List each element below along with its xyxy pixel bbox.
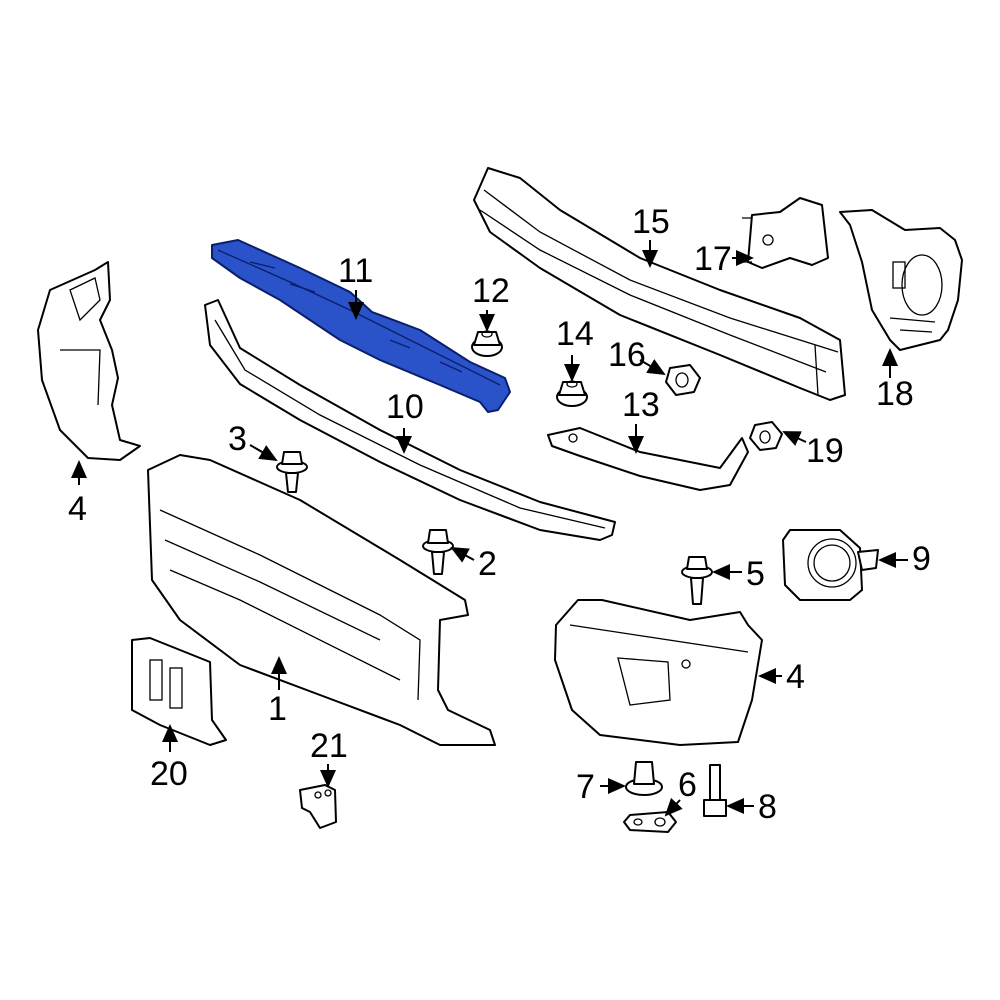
callout-7: 7 bbox=[576, 768, 595, 806]
callout-14: 14 bbox=[556, 315, 594, 353]
callout-13: 13 bbox=[622, 386, 660, 424]
part-4-end-cap-right[interactable] bbox=[554, 599, 763, 746]
callout-2: 2 bbox=[478, 545, 497, 583]
part-21-lower-bracket[interactable] bbox=[299, 784, 337, 829]
callout-4-right: 4 bbox=[786, 658, 805, 696]
part-17-mount-bracket[interactable] bbox=[742, 197, 829, 269]
callout-arrows bbox=[71, 240, 908, 817]
callout-6: 6 bbox=[678, 766, 697, 804]
callout-16: 16 bbox=[608, 336, 646, 374]
part-3-bolt[interactable] bbox=[276, 451, 308, 493]
callout-5: 5 bbox=[746, 555, 765, 593]
part-1-bumper-face-bar[interactable] bbox=[147, 454, 496, 746]
part-18-end-bracket[interactable] bbox=[839, 209, 963, 351]
part-16-nut[interactable] bbox=[665, 364, 701, 396]
callout-15: 15 bbox=[632, 203, 670, 241]
part-8-bolt[interactable] bbox=[703, 764, 727, 817]
part-7-clip[interactable] bbox=[625, 761, 663, 796]
callout-labels: 1 2 3 4 4 5 6 7 8 9 10 11 12 13 14 15 16… bbox=[68, 203, 931, 826]
callout-9: 9 bbox=[912, 540, 931, 578]
callout-1: 1 bbox=[268, 690, 287, 728]
callout-8: 8 bbox=[758, 788, 777, 826]
part-20-license-bracket[interactable] bbox=[131, 637, 227, 746]
callout-3: 3 bbox=[228, 420, 247, 458]
part-19-nut[interactable] bbox=[749, 421, 783, 451]
part-6-retainer-plate[interactable] bbox=[623, 811, 677, 833]
callout-17: 17 bbox=[694, 240, 732, 278]
callout-18: 18 bbox=[876, 375, 914, 413]
callout-11: 11 bbox=[338, 252, 373, 290]
callout-4-left: 4 bbox=[68, 490, 87, 528]
part-2-bolt[interactable] bbox=[422, 529, 454, 575]
callout-21: 21 bbox=[310, 727, 348, 765]
callout-12: 12 bbox=[472, 272, 510, 310]
part-15-impact-bar[interactable] bbox=[473, 167, 846, 401]
part-10-face-bar-reinforcement[interactable] bbox=[204, 299, 616, 541]
part-11-absorber-bar[interactable] bbox=[211, 239, 511, 413]
callout-10: 10 bbox=[386, 388, 424, 426]
callout-20: 20 bbox=[150, 755, 188, 793]
part-5-bolt[interactable] bbox=[681, 556, 713, 605]
part-12-nut[interactable] bbox=[471, 330, 503, 357]
callout-19: 19 bbox=[806, 432, 844, 470]
part-14-nut[interactable] bbox=[556, 380, 588, 407]
part-9-fog-lamp-bezel[interactable] bbox=[782, 529, 879, 601]
part-13-side-bracket[interactable] bbox=[547, 427, 749, 491]
part-4-end-cap-left[interactable] bbox=[37, 261, 141, 461]
